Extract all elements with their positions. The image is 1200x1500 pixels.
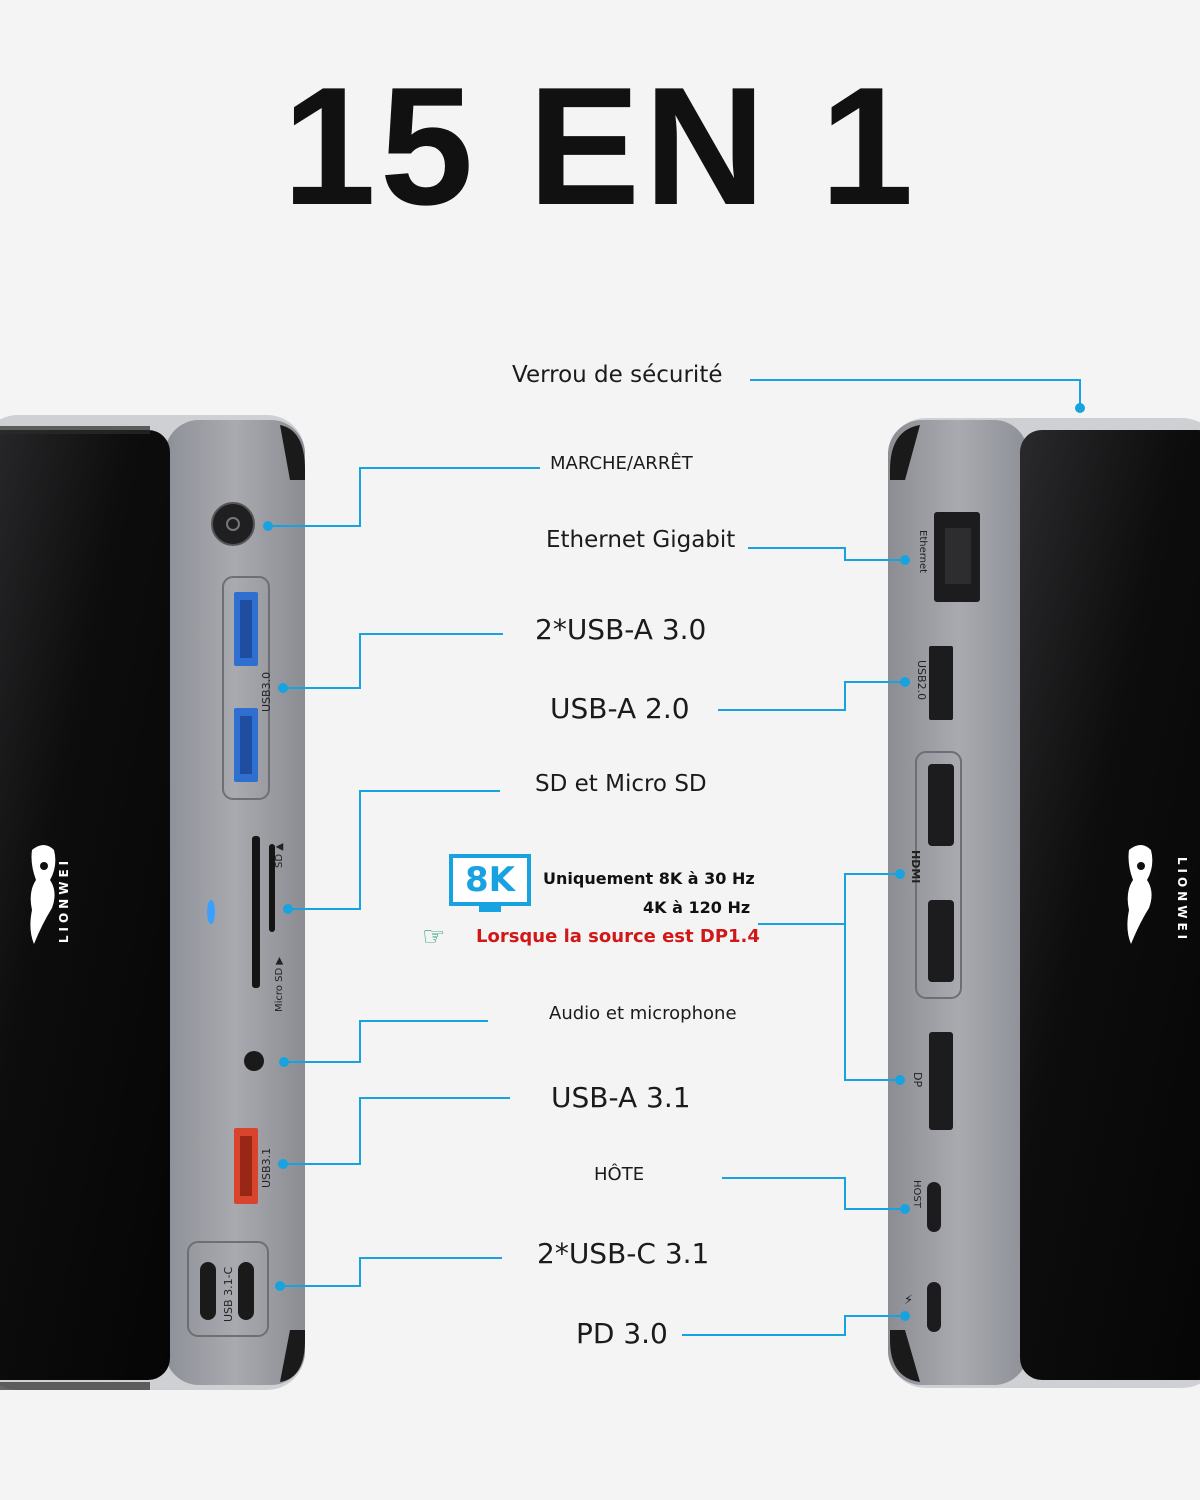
audio-jack <box>244 1051 264 1071</box>
label-host: HOST <box>911 1180 922 1209</box>
right-port-panel <box>888 420 1028 1385</box>
label-usba30: 2*USB-A 3.0 <box>535 613 707 646</box>
host-usbc-port <box>927 1182 941 1232</box>
label-ethernet: Ethernet <box>917 530 928 573</box>
label-usb30: USB3.0 <box>260 672 273 712</box>
label-sd: SD ▲ <box>274 843 285 868</box>
label-usb31: USB3.1 <box>260 1148 273 1188</box>
brand-text-left: LIONWEI <box>57 857 71 943</box>
pd-usbc-port <box>927 1282 941 1332</box>
label-usbc31: 2*USB-C 3.1 <box>537 1237 710 1270</box>
monitor-stand <box>479 906 501 912</box>
callout-dots <box>263 521 910 1321</box>
note-4k-120hz: 4K à 120 Hz <box>643 898 751 917</box>
hdmi-port-2 <box>928 900 954 982</box>
left-port-panel <box>165 420 305 1385</box>
usb20-port <box>929 646 953 720</box>
8k-badge-icon: 8K <box>449 854 531 906</box>
label-usba31: USB-A 3.1 <box>551 1081 691 1114</box>
left-device: USB3.0 SD ▲ Micro SD ▶ USB3.1 USB 3.1-C … <box>0 415 305 1390</box>
lion-logo-left <box>30 845 56 944</box>
callout-lines <box>268 379 1081 1336</box>
label-usba20: USB-A 2.0 <box>550 692 690 725</box>
dp-port <box>929 1032 953 1130</box>
label-hdmi: HDMI <box>909 850 922 883</box>
right-device: Ethernet USB2.0 HDMI DP HOST ⚡ LIONWEI <box>888 403 1200 1388</box>
label-dp: DP <box>911 1072 924 1087</box>
pointing-hand-icon: ☞ <box>422 922 446 952</box>
label-microsd: Micro SD ▶ <box>274 957 285 1012</box>
brand-text-right: LIONWEI <box>1175 857 1189 943</box>
label-pd: PD 3.0 <box>576 1317 668 1350</box>
label-usb20: USB2.0 <box>915 660 928 700</box>
label-host: HÔTE <box>594 1164 645 1185</box>
sd-slot <box>252 836 260 988</box>
note-8k-30hz: Uniquement 8K à 30 Hz <box>543 869 755 888</box>
label-lock: Verrou de sécurité <box>512 362 723 388</box>
microsd-slot <box>269 844 275 932</box>
left-device-body <box>0 430 170 1380</box>
label-audio: Audio et microphone <box>549 1003 737 1024</box>
lion-logo-right <box>1127 845 1153 944</box>
usbc-port-2 <box>238 1262 254 1320</box>
label-pd-icon: ⚡ <box>904 1293 913 1308</box>
status-led <box>207 900 215 924</box>
page-title: 15 EN 1 <box>282 52 918 240</box>
label-usbc: USB 3.1-C <box>222 1266 235 1322</box>
note-dp14-source: Lorsque la source est DP1.4 <box>476 926 760 947</box>
label-power: MARCHE/ARRÊT <box>550 453 693 474</box>
label-sd: SD et Micro SD <box>535 771 707 797</box>
power-button <box>211 502 255 546</box>
usbc-port-1 <box>200 1262 216 1320</box>
right-device-body <box>1020 430 1200 1380</box>
label-ethernet-gigabit: Ethernet Gigabit <box>546 527 736 553</box>
hdmi-port-1 <box>928 764 954 846</box>
